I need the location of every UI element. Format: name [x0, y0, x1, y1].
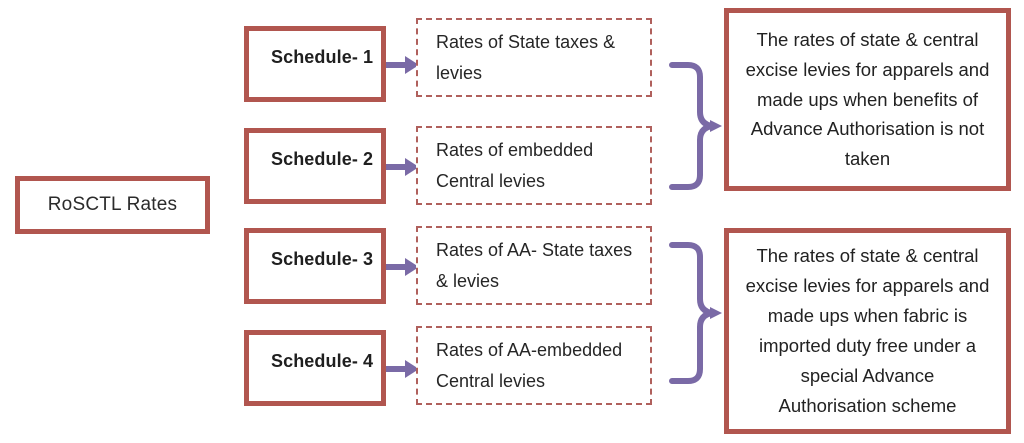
schedule-label-2: Schedule- 2	[271, 149, 374, 169]
brace-group-2	[669, 242, 722, 384]
detail-text-1: Rates of State taxes & levies	[436, 31, 616, 83]
detail-text-3: Rates of AA- State taxes & levies	[436, 239, 633, 291]
brace-group-1	[669, 62, 722, 190]
arrow-schedule-4-to-detail-4	[386, 360, 419, 378]
detail-text-4: Rates of AA-embedded Central levies	[436, 339, 623, 391]
arrow-schedule-2-to-detail-2	[386, 158, 419, 176]
detail-box-1[interactable]: Rates of State taxes & levies	[416, 18, 652, 97]
outcome-text-2: The rates of state & central excise levi…	[745, 245, 990, 416]
detail-text-2: Rates of embedded Central levies	[436, 139, 594, 191]
detail-box-4[interactable]: Rates of AA-embedded Central levies	[416, 326, 652, 405]
schedule-label-3: Schedule- 3	[271, 249, 374, 269]
schedule-box-3[interactable]: Schedule- 3	[244, 228, 386, 304]
outcome-text-1: The rates of state & central excise levi…	[745, 28, 990, 170]
outcome-box-2[interactable]: The rates of state & central excise levi…	[724, 228, 1011, 434]
detail-box-2[interactable]: Rates of embedded Central levies	[416, 126, 652, 205]
root-node-label: RoSCTL Rates	[47, 194, 178, 215]
outcome-box-1[interactable]: The rates of state & central excise levi…	[724, 8, 1011, 191]
schedule-label-1: Schedule- 1	[271, 47, 374, 67]
arrow-schedule-1-to-detail-1	[386, 56, 419, 74]
schedule-label-4: Schedule- 4	[271, 351, 374, 371]
schedule-box-1[interactable]: Schedule- 1	[244, 26, 386, 102]
schedule-box-2[interactable]: Schedule- 2	[244, 128, 386, 204]
schedule-box-4[interactable]: Schedule- 4	[244, 330, 386, 406]
detail-box-3[interactable]: Rates of AA- State taxes & levies	[416, 226, 652, 305]
root-node-rosctl-rates[interactable]: RoSCTL Rates	[15, 176, 210, 234]
arrow-schedule-3-to-detail-3	[386, 258, 419, 276]
